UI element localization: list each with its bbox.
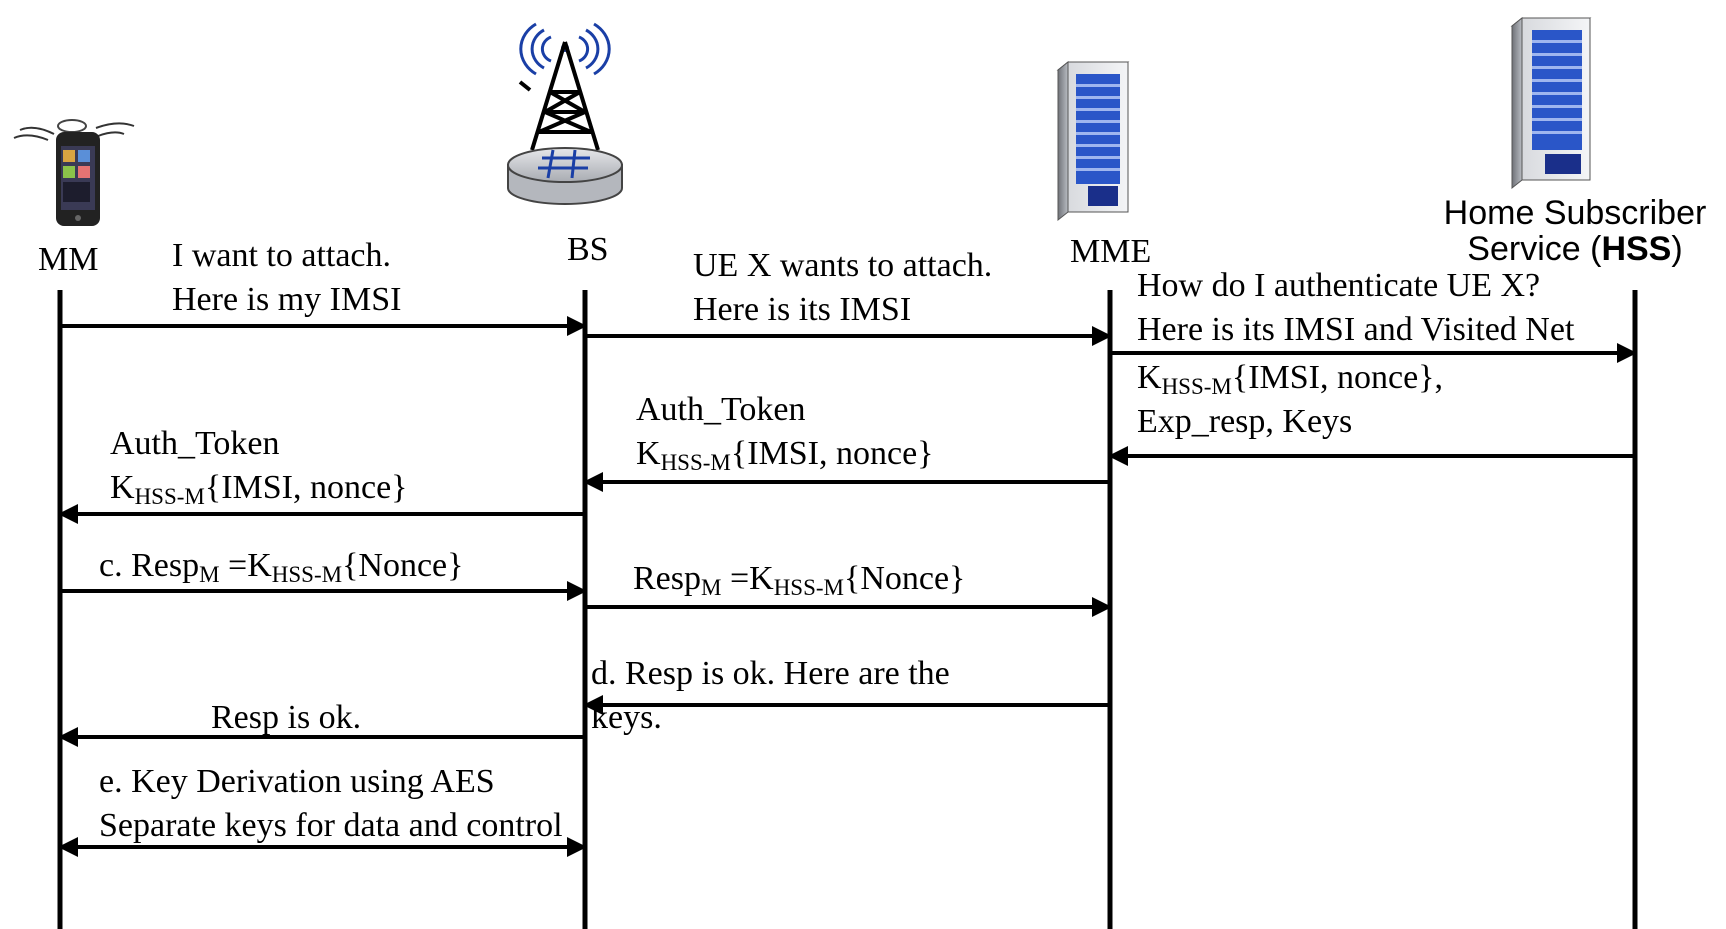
participant-hss-line2: Service (HSS) xyxy=(1428,228,1722,270)
message-line: keys. xyxy=(591,699,662,736)
message-line: Here is its IMSI and Visited Net xyxy=(1137,311,1575,348)
cell-tower-base-station-icon xyxy=(507,22,623,205)
message-attach-forward: UE X wants to attach. Here is its IMSI xyxy=(693,244,992,332)
message-line: KHSS-M{IMSI, nonce} xyxy=(110,469,408,509)
participant-hss-line1: Home Subscriber xyxy=(1443,194,1707,232)
message-line: Exp_resp, Keys xyxy=(1137,403,1353,440)
message-auth-vectors: KHSS-M{IMSI, nonce}, Exp_resp, Keys xyxy=(1137,356,1443,444)
message-line: KHSS-M{IMSI, nonce}, xyxy=(1137,359,1443,399)
message-line: Auth_Token xyxy=(636,391,806,428)
message-auth-info-request: How do I authenticate UE X? Here is its … xyxy=(1137,264,1574,352)
message-resp-ok: Resp is ok. xyxy=(211,699,362,736)
message-response-forward: RespM =KHSS-M{Nonce} xyxy=(633,560,966,600)
message-line: e. Key Derivation using AES xyxy=(99,763,495,800)
message-auth-token-to-bs: Auth_Token KHSS-M{IMSI, nonce} xyxy=(636,388,933,476)
server-icon xyxy=(1056,60,1130,222)
message-attach-request: I want to attach. Here is my IMSI xyxy=(172,234,401,322)
message-line: UE X wants to attach. xyxy=(693,247,993,284)
participant-hss-suffix: ) xyxy=(1671,230,1683,268)
message-line: Here is its IMSI xyxy=(693,291,912,328)
message-key-derivation: e. Key Derivation using AES Separate key… xyxy=(99,760,563,848)
message-response-mm: c. RespM =KHSS-M{Nonce} xyxy=(99,547,464,587)
participant-mm-label: MM xyxy=(38,241,99,278)
participant-hss-prefix: Service ( xyxy=(1467,230,1602,268)
message-line: Separate keys for data and control xyxy=(99,807,563,844)
participant-mme-label: MME xyxy=(1070,233,1152,270)
message-line: d. Resp is ok. Here are the xyxy=(591,655,950,692)
message-resp-ok-keys: d. Resp is ok. Here are the keys. xyxy=(591,652,950,740)
participant-hss-abbrev: HSS xyxy=(1601,230,1672,268)
message-line: KHSS-M{IMSI, nonce} xyxy=(636,435,934,475)
server-icon xyxy=(1510,16,1592,190)
message-line: How do I authenticate UE X? xyxy=(1137,267,1541,304)
participant-bs-label: BS xyxy=(567,231,609,268)
message-line: Auth_Token xyxy=(110,425,280,462)
mobile-phone-icon xyxy=(13,119,135,226)
message-line: Here is my IMSI xyxy=(172,281,402,318)
message-line: I want to attach. xyxy=(172,237,392,274)
participant-hss-label: Home Subscriber Service (HSS) xyxy=(1428,192,1722,270)
message-auth-token-to-mm: Auth_Token KHSS-M{IMSI, nonce} xyxy=(110,422,407,510)
